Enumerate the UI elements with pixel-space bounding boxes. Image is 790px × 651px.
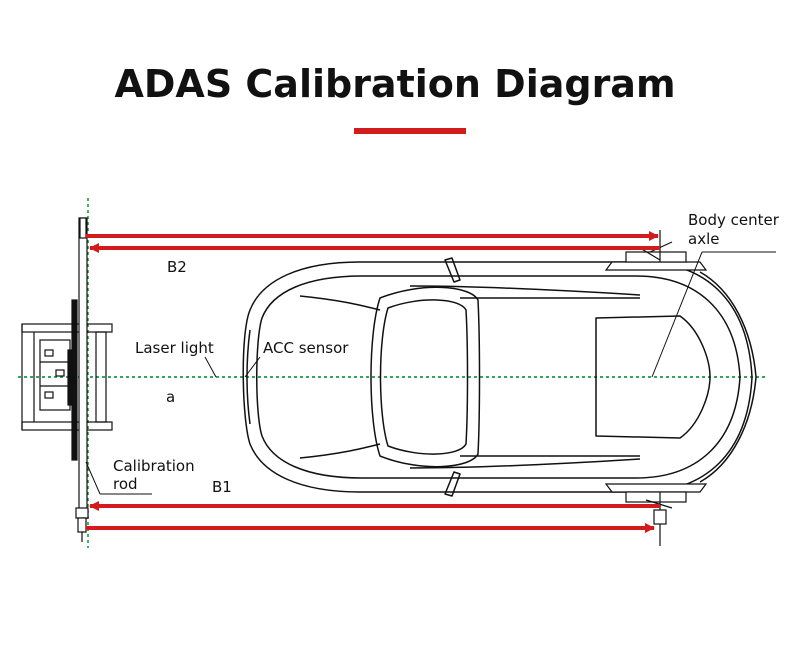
distance-a-label: a bbox=[166, 388, 176, 406]
distance-b1-label: B1 bbox=[212, 478, 232, 496]
leader-calibration-rod bbox=[85, 461, 101, 495]
leader-body-center bbox=[651, 251, 703, 378]
leader-acc-sensor bbox=[244, 356, 261, 378]
laser-light-label: Laser light bbox=[135, 339, 214, 357]
leader-laser-light bbox=[204, 356, 217, 378]
page-title: ADAS Calibration Diagram bbox=[114, 62, 676, 106]
axle-label: axle bbox=[688, 230, 720, 248]
rod-label: rod bbox=[113, 475, 138, 493]
body-center-label: Body center bbox=[688, 211, 779, 229]
distance-b2-label: B2 bbox=[167, 258, 187, 276]
wheel-clamp-top bbox=[604, 230, 708, 271]
title-underline bbox=[354, 128, 466, 134]
car-outline bbox=[242, 257, 757, 497]
calibration-rod bbox=[67, 217, 89, 542]
calibration-frame bbox=[21, 323, 113, 431]
wheel-clamp-bottom bbox=[604, 483, 708, 546]
calibration-label: Calibration bbox=[113, 457, 195, 475]
acc-sensor-label: ACC sensor bbox=[263, 339, 349, 357]
